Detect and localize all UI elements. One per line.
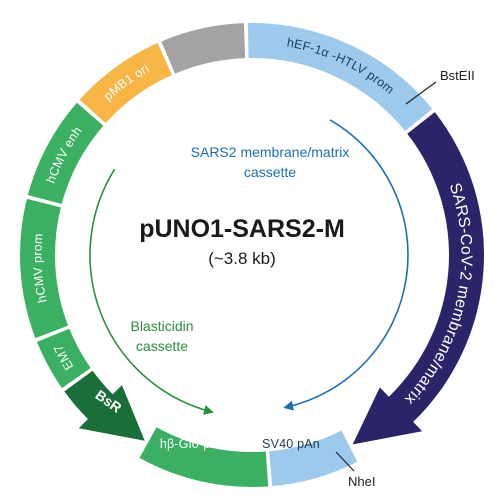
blasticidin-cassette-arrow bbox=[89, 168, 214, 415]
sars2-cassette-arrow bbox=[283, 119, 409, 411]
hef-htlv-promoter-segment bbox=[247, 23, 433, 132]
hbeta-glo-pan-label: hβ-Glo-pAn bbox=[160, 437, 226, 451]
blasticidin-cassette-label-line2: cassette bbox=[136, 338, 188, 354]
sv40-pan-label: SV40 pAn bbox=[262, 437, 320, 451]
nhei-site-label: NheI bbox=[348, 474, 375, 489]
sars2-cassette-label-line1: SARS2 membrane/matrix bbox=[191, 144, 350, 160]
spacer-segment bbox=[161, 23, 246, 74]
sars2-cassette-label-line2: cassette bbox=[244, 164, 296, 180]
hbeta-glo-pan-segment bbox=[139, 427, 269, 487]
plasmid-size: (~3.8 kb) bbox=[208, 249, 276, 268]
em7-segment bbox=[36, 328, 91, 389]
pmb1-ori-segment bbox=[79, 43, 172, 124]
blasticidin-cassette-label-line1: Blasticidin bbox=[130, 318, 193, 334]
plasmid-ring bbox=[19, 23, 485, 487]
hcmv-promoter-segment bbox=[19, 198, 69, 339]
bsteii-site-label: BstEII bbox=[440, 68, 475, 83]
bsr-segment bbox=[64, 370, 145, 441]
sv40-pan-segment bbox=[269, 430, 358, 487]
bsteii-site-line bbox=[405, 81, 437, 105]
hcmv-enhancer-segment bbox=[27, 102, 104, 205]
sars-cov2-membrane-matrix-segment bbox=[352, 112, 485, 445]
nhei-site-line bbox=[335, 451, 355, 472]
plasmid-name: pUNO1-SARS2-M bbox=[139, 215, 345, 243]
